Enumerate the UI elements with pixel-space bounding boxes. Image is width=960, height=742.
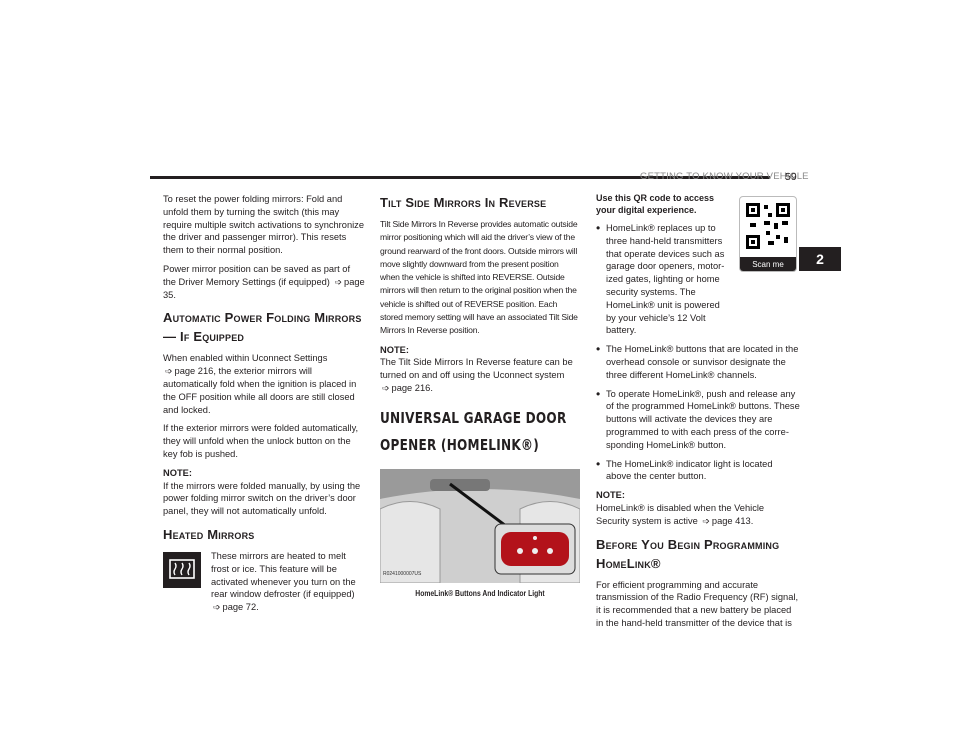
section-heading: Heated Mirrors bbox=[163, 526, 255, 542]
note-label: NOTE: bbox=[596, 490, 625, 501]
column-left: To reset the power folding mirrors: Fold… bbox=[163, 193, 365, 614]
chapter-section-heading: UNIVERSAL GARAGE DOOR OPENER (HOMELINK®) bbox=[380, 408, 567, 454]
figure-code: R0241000007US bbox=[383, 571, 422, 578]
qr-scan-label: Scan me bbox=[740, 257, 796, 271]
page-reference-arrow-icon: ➩ bbox=[382, 383, 390, 394]
column-middle: Tilt Side Mirrors In Reverse Tilt Side M… bbox=[380, 193, 580, 601]
page-reference[interactable]: page 216. bbox=[391, 383, 433, 394]
homelink-figure: R0241000007US bbox=[380, 468, 580, 583]
section-heading: Before You Begin Programming HomeLink® bbox=[596, 536, 780, 571]
paragraph: Power mirror position can be saved as pa… bbox=[163, 263, 365, 300]
note-label: NOTE: bbox=[163, 467, 192, 478]
list-item: The HomeLink® indicator light is located… bbox=[596, 458, 800, 484]
paragraph: Tilt Side Mirrors In Reverse provides au… bbox=[380, 219, 578, 336]
list-item: HomeLink® replaces up to three hand-held… bbox=[596, 222, 731, 337]
page-reference-arrow-icon: ➩ bbox=[702, 515, 710, 526]
column-right: Use this QR code to access your digital … bbox=[596, 193, 800, 636]
page-reference[interactable]: page 72. bbox=[222, 602, 259, 613]
running-header: GETTING TO KNOW YOUR VEHICLE bbox=[640, 171, 809, 182]
heated-mirrors-text: These mirrors are heated to melt frost o… bbox=[211, 550, 356, 613]
heated-mirrors-row: These mirrors are heated to melt frost o… bbox=[163, 550, 365, 614]
paragraph: For efficient programming and accurate t… bbox=[596, 579, 799, 628]
paragraph: To reset the power folding mirrors: Fold… bbox=[163, 194, 365, 256]
page-reference-arrow-icon: ➩ bbox=[213, 602, 221, 613]
section-heading: Tilt Side Mirrors In Reverse bbox=[380, 195, 547, 210]
paragraph: If the exterior mirrors were folded auto… bbox=[163, 423, 359, 459]
note-text: If the mirrors were folded manually, by … bbox=[163, 480, 361, 517]
chapter-tab: 2 bbox=[799, 247, 841, 271]
page-reference-arrow-icon: ➩ bbox=[165, 366, 173, 377]
page-reference[interactable]: page 35. bbox=[163, 276, 365, 300]
section-heading: Automatic Power Folding Mirrors — If Equ… bbox=[163, 310, 362, 345]
page-reference[interactable]: page 413. bbox=[711, 515, 754, 526]
qr-code-icon bbox=[746, 203, 790, 249]
car-interior-illustration bbox=[380, 468, 580, 583]
note-label: NOTE: bbox=[380, 344, 409, 355]
note-text: The Tilt Side Mirrors In Reverse feature… bbox=[380, 357, 573, 394]
list-item: The HomeLink® buttons that are located i… bbox=[596, 343, 800, 381]
figure-caption: HomeLink® Buttons And Indicator Light bbox=[415, 588, 545, 598]
page-number: 59 bbox=[785, 171, 797, 183]
rear-defroster-icon bbox=[163, 551, 201, 588]
qr-intro-text: Use this QR code to access your digital … bbox=[596, 193, 715, 215]
qr-code[interactable]: Scan me bbox=[739, 196, 797, 272]
paragraph: When enabled within Uconnect Settings ➩p… bbox=[163, 353, 357, 415]
page-reference[interactable]: page 216, bbox=[174, 366, 216, 377]
list-item: To operate HomeLink®, push and release a… bbox=[596, 388, 800, 452]
note-text: HomeLink® is disabled when the Vehicle S… bbox=[596, 502, 765, 526]
header-rule bbox=[150, 176, 770, 179]
page-reference-arrow-icon: ➩ bbox=[334, 276, 343, 287]
homelink-bullet-list: HomeLink® replaces up to three hand-held… bbox=[596, 222, 800, 483]
